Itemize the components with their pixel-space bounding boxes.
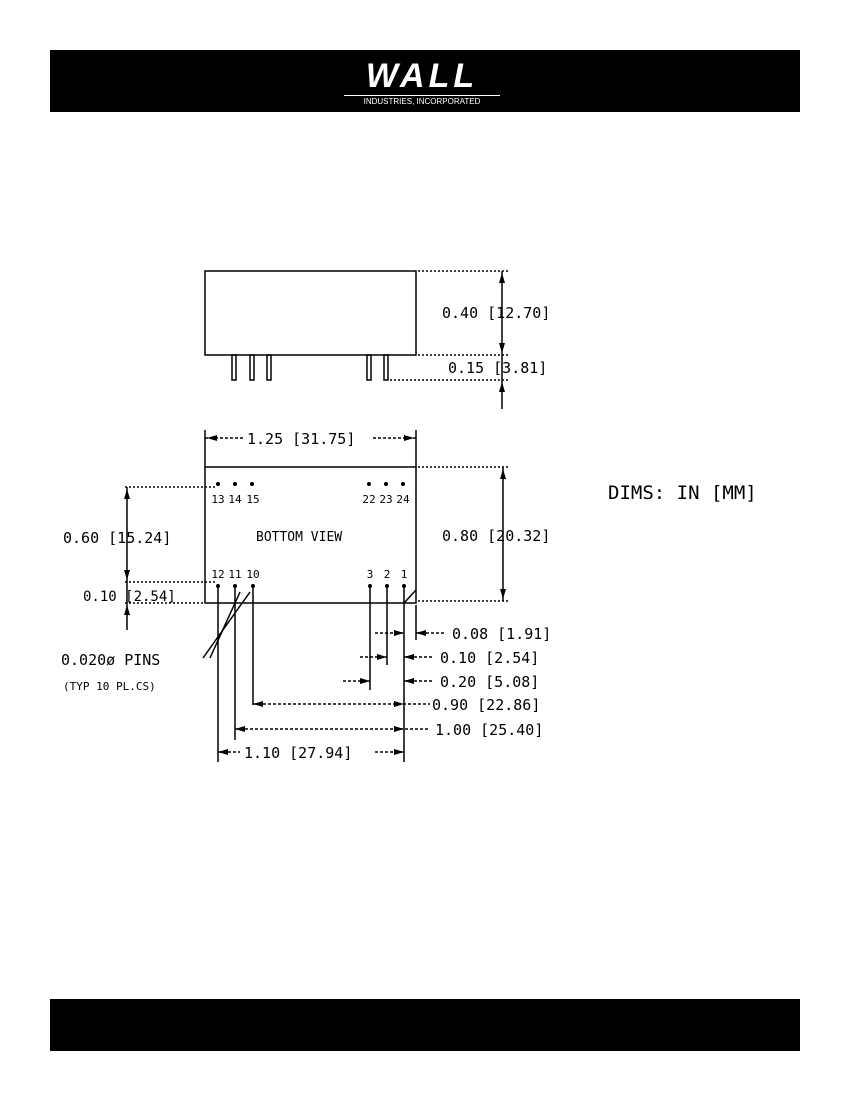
company-logo: WALL INDUSTRIES, INCORPORATED [342, 57, 502, 109]
dim-090: 0.90 [22.86] [432, 696, 540, 714]
dims-units-note: DIMS: IN [MM] [608, 482, 757, 504]
bottom-view-body [204, 466, 417, 604]
dim-020: 0.20 [5.08] [440, 673, 539, 691]
side-view-pins [231, 354, 389, 381]
pin-label: 22 [362, 493, 375, 506]
dim-edge-offset: 0.10 [2.54] [83, 589, 176, 605]
pin-label: 23 [379, 493, 392, 506]
dim-110: 1.10 [27.94] [244, 744, 352, 762]
pin-label: 10 [246, 568, 259, 581]
dim-100: 1.00 [25.40] [435, 721, 543, 739]
pin-count-note: (TYP 10 PL.CS) [63, 680, 156, 693]
logo-subtitle: INDUSTRIES, INCORPORATED [363, 97, 481, 106]
dim-width: 1.25 [31.75] [247, 430, 355, 448]
pin-label: 14 [228, 493, 242, 506]
dim-side-height: 0.40 [12.70] [442, 304, 550, 322]
pin-label: 2 [384, 568, 391, 581]
pin-label: 13 [211, 493, 224, 506]
side-view-body [204, 270, 417, 356]
header-bar [50, 50, 800, 112]
pin-callout: 0.020ø PINS [61, 651, 160, 669]
dim-010: 0.10 [2.54] [440, 649, 539, 667]
dimension-arrows [124, 273, 506, 755]
pin-label: 11 [228, 568, 241, 581]
dim-row-spacing: 0.60 [15.24] [63, 529, 171, 547]
pin-label: 1 [401, 568, 408, 581]
pin-numbers: 13 14 15 22 23 24 12 11 10 3 2 1 [211, 493, 410, 581]
pin-dots [216, 482, 406, 588]
logo-rule [344, 95, 500, 96]
logo-wordmark: WALL [365, 57, 479, 95]
dim-height: 0.80 [20.32] [442, 527, 550, 545]
pin-label: 24 [396, 493, 410, 506]
pin-label: 12 [211, 568, 224, 581]
dim-pin-length: 0.15 [3.81] [448, 359, 547, 377]
footer-bar [50, 999, 800, 1051]
pin-label: 15 [246, 493, 259, 506]
pin-label: 3 [367, 568, 374, 581]
bottom-view-label: BOTTOM VIEW [256, 530, 342, 545]
dim-008: 0.08 [1.91] [452, 625, 551, 643]
